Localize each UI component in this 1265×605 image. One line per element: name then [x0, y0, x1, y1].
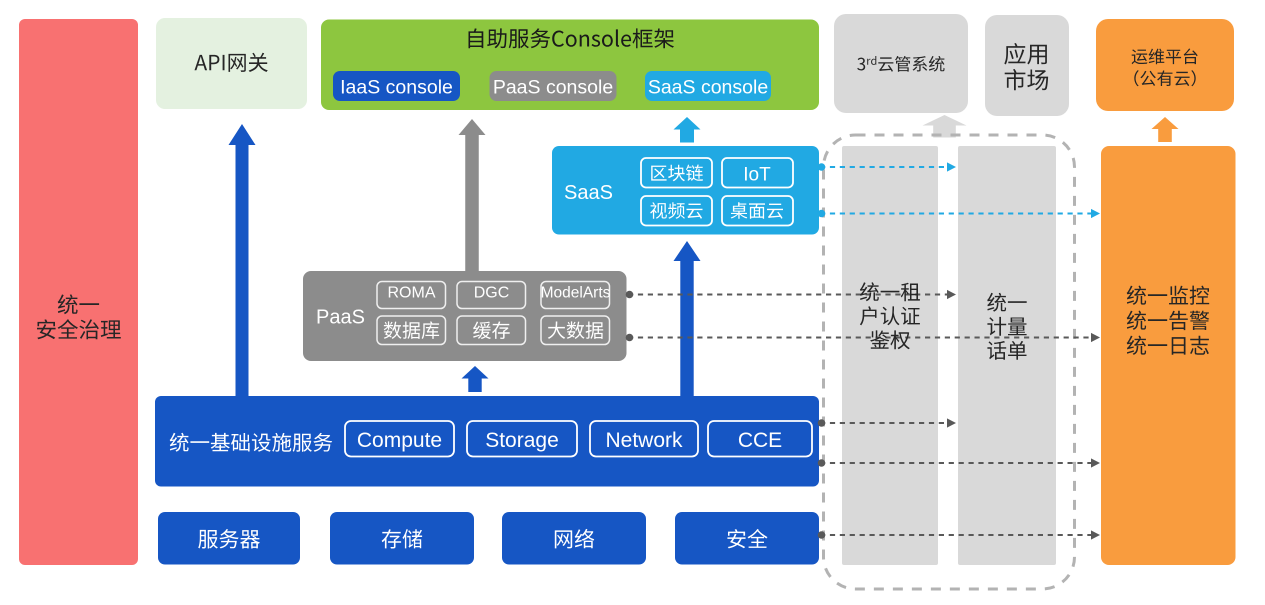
svg-text:SaaS: SaaS — [564, 182, 613, 204]
svg-text:IoT: IoT — [743, 164, 771, 185]
svg-text:CCE: CCE — [738, 429, 782, 452]
svg-text:PaaS console: PaaS console — [493, 76, 613, 98]
svg-text:SaaS console: SaaS console — [648, 76, 768, 98]
svg-text:ROMA: ROMA — [388, 285, 436, 302]
svg-text:ModelArts: ModelArts — [541, 284, 611, 301]
svg-text:DGC: DGC — [474, 285, 510, 302]
svg-text:Storage: Storage — [485, 429, 559, 452]
svg-text:IaaS console: IaaS console — [340, 76, 453, 98]
svg-text:Compute: Compute — [357, 429, 442, 452]
svg-text:PaaS: PaaS — [316, 307, 365, 329]
svg-text:Network: Network — [605, 429, 683, 452]
